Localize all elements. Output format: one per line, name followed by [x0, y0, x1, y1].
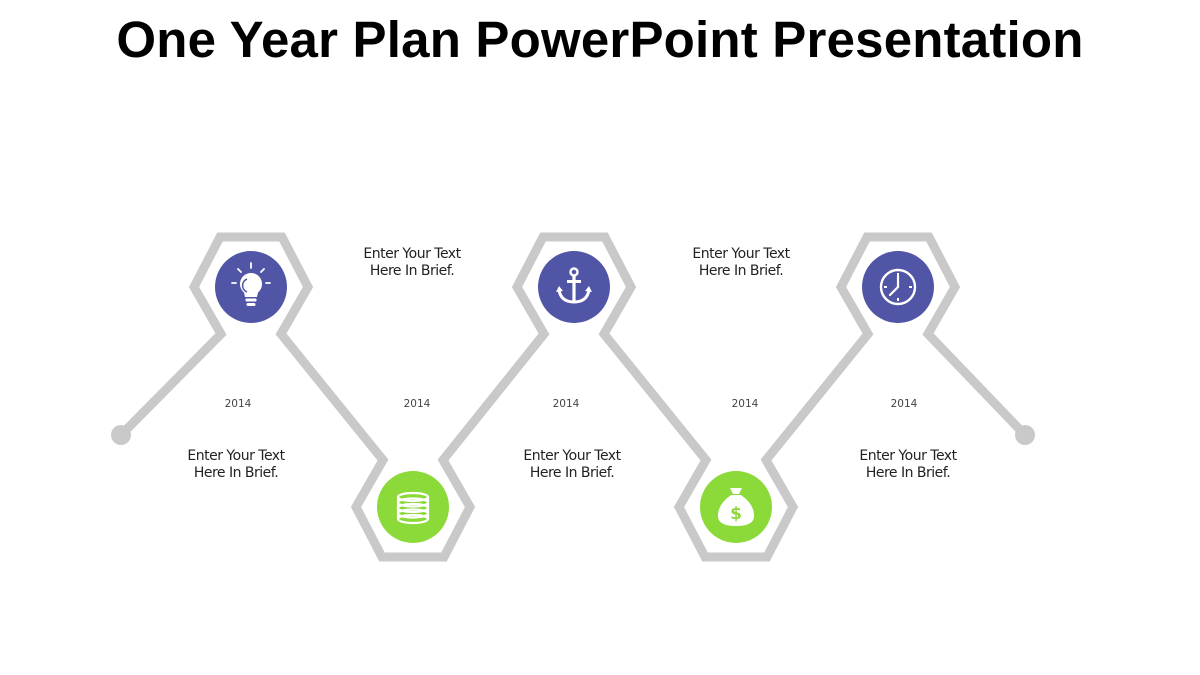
milestone-4-year: 2014: [731, 398, 759, 410]
milestone-4: $: [700, 471, 772, 543]
anchor-icon: [556, 267, 592, 304]
timeline-start-dot: [111, 425, 131, 445]
milestone-1-text-line2: Here In Brief.: [193, 465, 279, 481]
timeline-path: [111, 232, 1035, 562]
milestone-2-year: 2014: [403, 398, 431, 410]
milestone-5-text: Enter Your Text Here In Brief.: [818, 448, 998, 482]
slide-title: One Year Plan PowerPoint Presentation: [116, 11, 1084, 68]
milestone-1-text: Enter Your Text Here In Brief.: [146, 448, 326, 482]
lightbulb-icon: [231, 262, 271, 306]
milestone-4-text: Enter Your Text Here In Brief.: [651, 246, 831, 280]
milestone-5-text-line2: Here In Brief.: [865, 465, 951, 481]
milestone-3-year: 2014: [552, 398, 580, 410]
money-bag-icon: $: [717, 488, 755, 526]
timeline-line: [116, 232, 1030, 562]
milestone-2-text-line1: Enter Your Text: [363, 246, 461, 262]
milestone-1-text-line1: Enter Your Text: [187, 448, 285, 464]
milestone-2-text-line2: Here In Brief.: [369, 263, 455, 279]
milestone-5: [862, 251, 934, 323]
timeline-end-dot: [1015, 425, 1035, 445]
milestone-3-text-line2: Here In Brief.: [529, 465, 615, 481]
milestone-2-text: Enter Your Text Here In Brief.: [322, 246, 502, 280]
svg-text:$: $: [730, 504, 742, 524]
clock-icon: [879, 268, 917, 306]
milestone-1-year: 2014: [224, 398, 252, 410]
milestone-5-year: 2014: [890, 398, 918, 410]
milestone-3-text: Enter Your Text Here In Brief.: [482, 448, 662, 482]
milestone-4-text-line2: Here In Brief.: [698, 263, 784, 279]
milestone-5-text-line1: Enter Your Text: [859, 448, 957, 464]
milestone-4-text-line1: Enter Your Text: [692, 246, 790, 262]
milestone-circles: $: [215, 251, 934, 543]
milestone-2: [377, 471, 449, 543]
milestone-1: [215, 251, 287, 323]
milestone-3: [538, 251, 610, 323]
milestone-3-text-line1: Enter Your Text: [523, 448, 621, 464]
database-icon: [396, 491, 430, 525]
